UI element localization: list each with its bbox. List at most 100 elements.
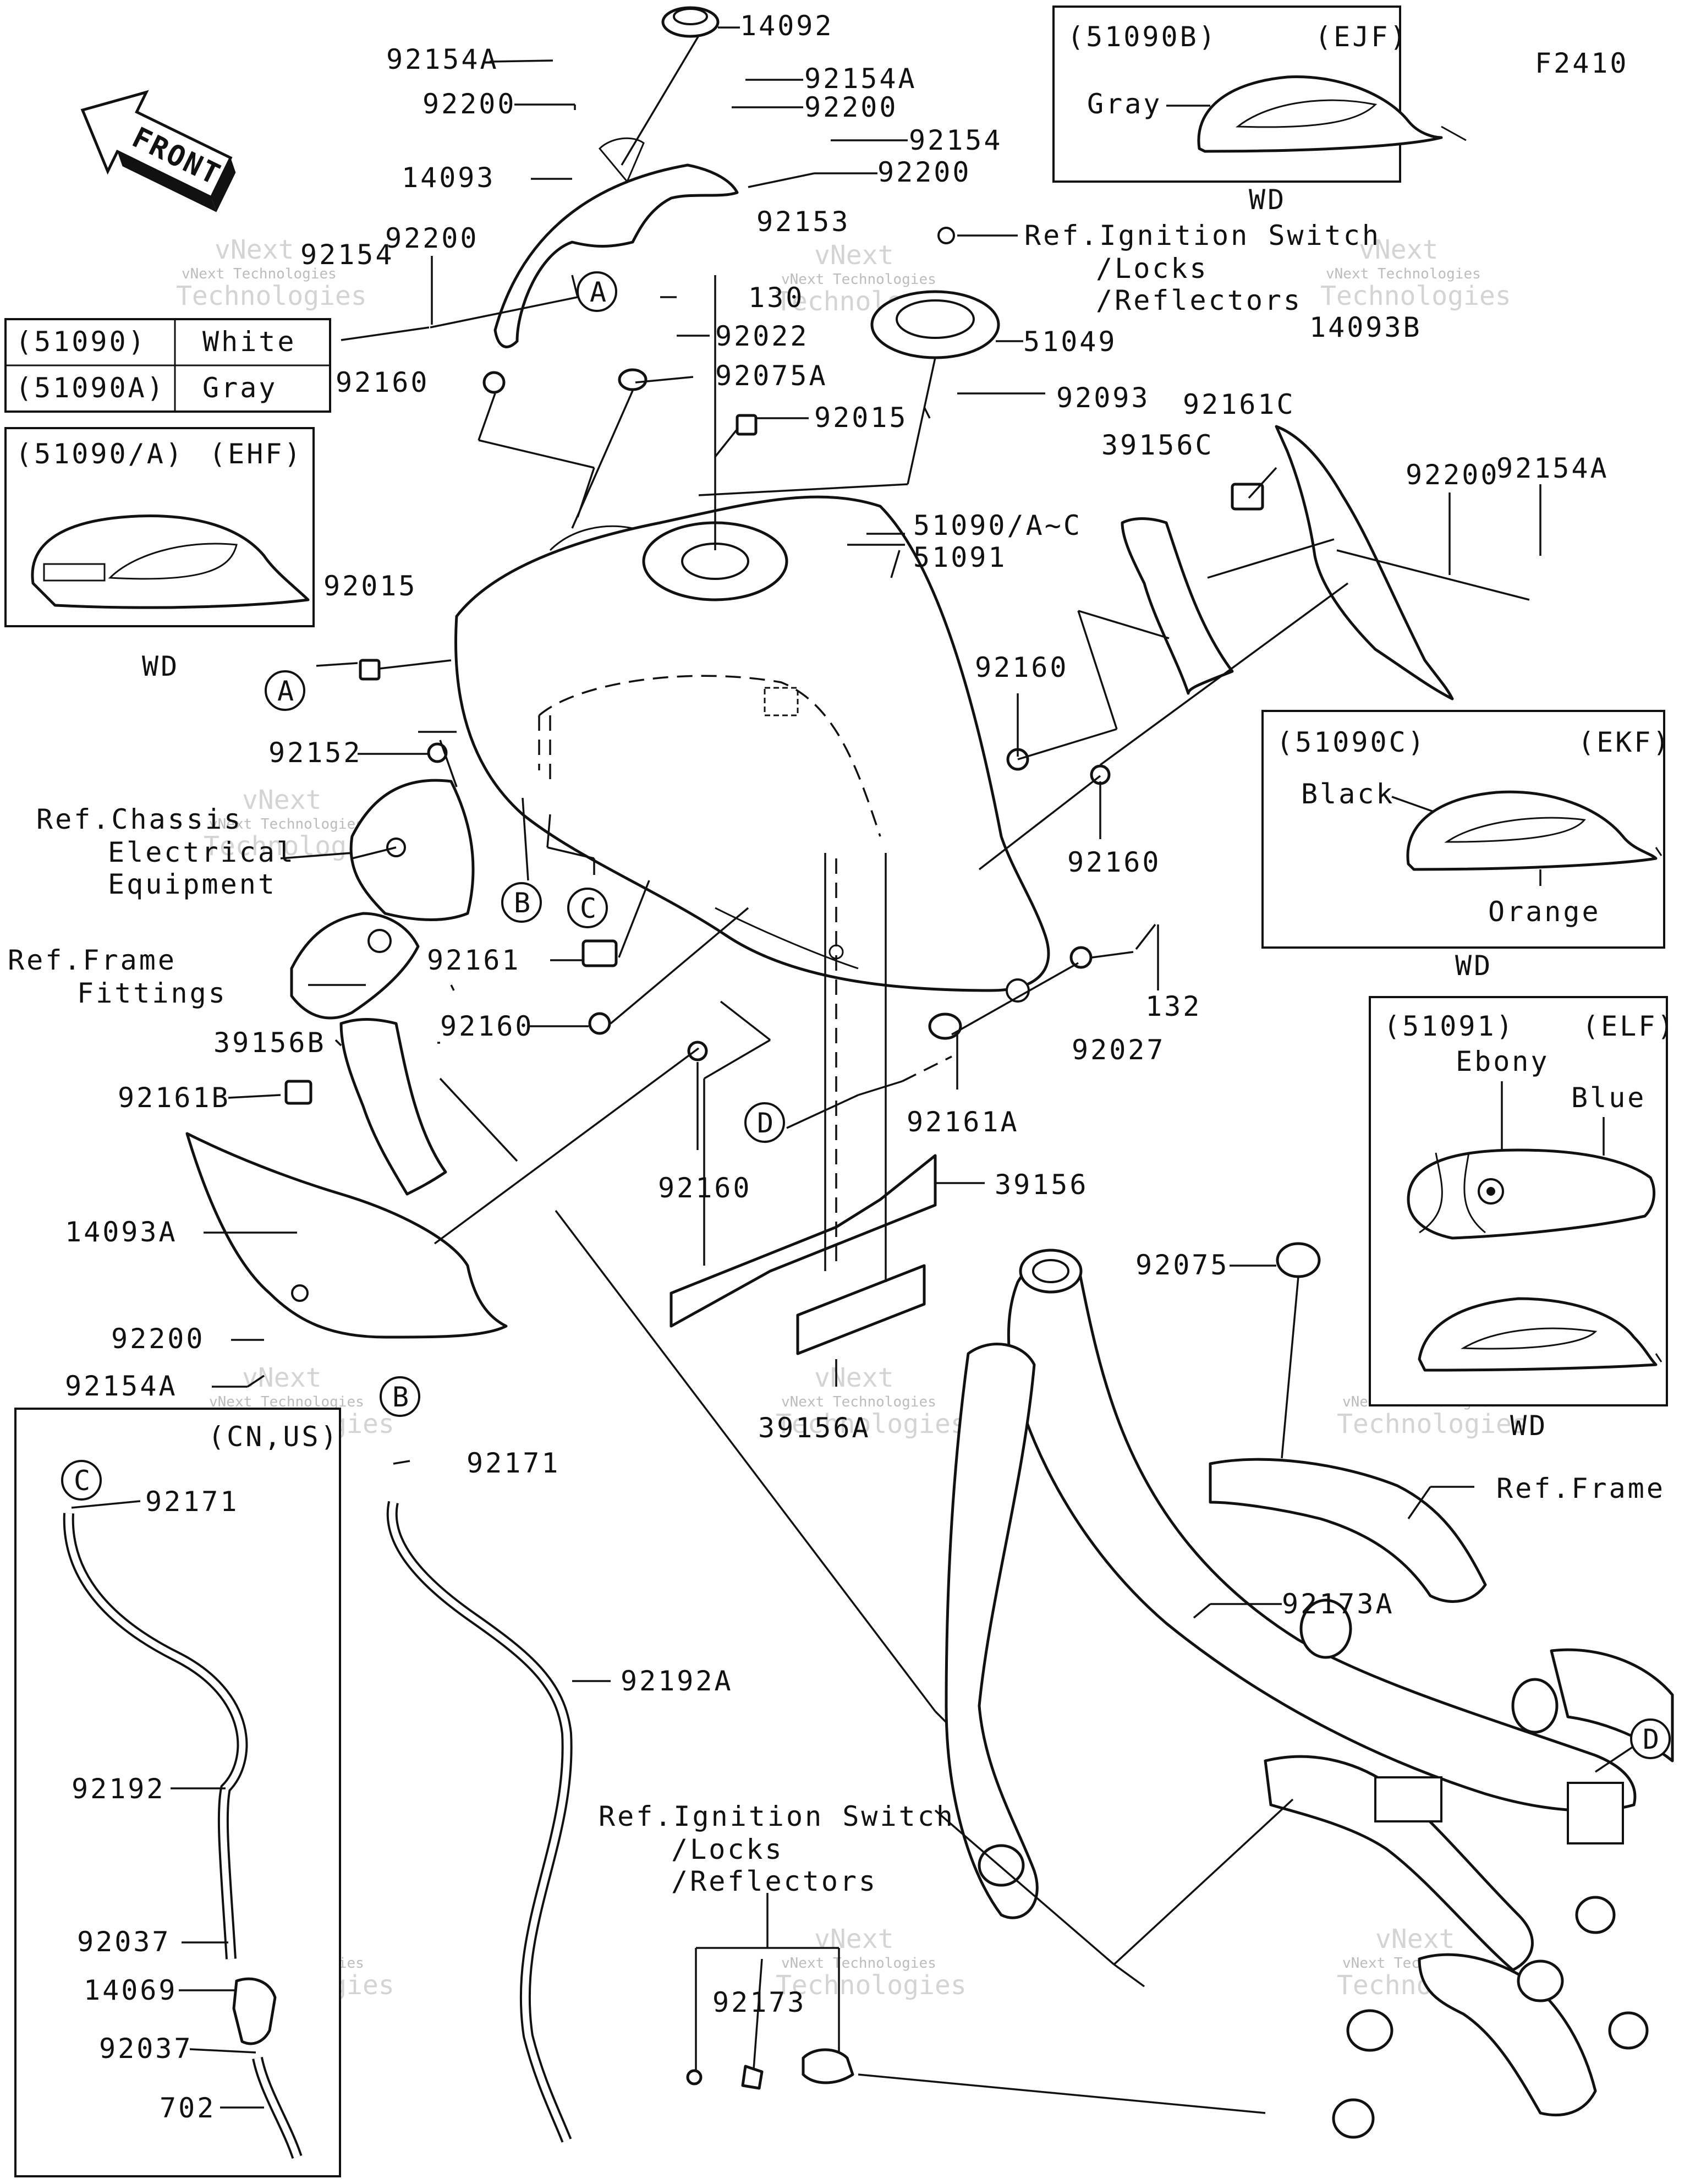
- fuel-tank: [454, 495, 1050, 992]
- inset-elf-color-ebony: Ebony: [1456, 1046, 1550, 1077]
- part-label: 130: [748, 282, 804, 314]
- part-label: 14092: [740, 10, 834, 42]
- part-label: 92093: [1056, 382, 1150, 414]
- color-table-code-2: (51090A): [15, 372, 166, 404]
- color-table-code-1: (51090): [15, 326, 147, 358]
- pad-39156: [670, 1154, 937, 1328]
- watermark-line2: vNext Technologies: [781, 271, 936, 288]
- grommet-92160-5: [687, 1041, 708, 1061]
- part-label: 92173: [712, 1986, 806, 2018]
- inset-elf: (51091) (ELF) Ebony Blue WD: [1369, 996, 1676, 1442]
- grommet-92075A: [618, 368, 648, 391]
- watermark-line1: vNext: [242, 785, 322, 815]
- part-label: 92200: [804, 91, 898, 123]
- part-label: 92171: [467, 1447, 561, 1479]
- watermark-line1: vNext: [1359, 234, 1439, 265]
- leader-lines: [71, 26, 1637, 2114]
- filler-ring-51049: [870, 227, 1000, 359]
- svg-text:Ref.Ignition Switch: Ref.Ignition Switch: [599, 1800, 955, 1832]
- part-label: 92192A: [621, 1665, 733, 1697]
- collar-92015-left: [359, 659, 381, 681]
- part-label: 92154A: [386, 43, 499, 75]
- callout-a-top: A: [577, 271, 617, 312]
- part-label: 39156C: [1101, 429, 1214, 461]
- rubber-92161B: [284, 1080, 312, 1105]
- damper-92075: [1276, 1242, 1321, 1278]
- watermark-line1: vNext: [814, 1362, 894, 1393]
- bracket-frame-fittings: [290, 912, 420, 1020]
- part-label: 92154: [300, 239, 394, 271]
- part-label: 92075A: [715, 360, 828, 392]
- part-label: 51091: [913, 541, 1007, 573]
- part-label: 39156A: [758, 1412, 871, 1444]
- inset-ejf-code: (51090B): [1067, 21, 1217, 53]
- svg-text:/Locks: /Locks: [671, 1833, 784, 1865]
- inset-elf-color-blue: Blue: [1571, 1082, 1646, 1114]
- inset-ekf-note: WD: [1455, 950, 1493, 982]
- part-label: 51090/A~C: [913, 510, 1082, 541]
- chassis-electrical-plate: [349, 779, 475, 921]
- figure-code: F2410: [1535, 47, 1629, 79]
- color-table-color-1: White: [202, 326, 297, 358]
- watermark-line1: vNext: [814, 240, 894, 271]
- watermark-line2: vNext Technologies: [182, 266, 337, 282]
- part-label: 92015: [814, 402, 908, 434]
- inset-ehf-variant: (EHF): [209, 438, 303, 470]
- pad-39156C: [1121, 517, 1234, 695]
- ref-frame: Ref.Frame: [1496, 1473, 1665, 1504]
- callout-b-hose: B: [380, 1376, 420, 1417]
- inset-ekf: (51090C) (EKF) Black Orange WD: [1261, 710, 1670, 982]
- svg-text:/Locks: /Locks: [1096, 253, 1209, 284]
- frame: [945, 1249, 1674, 2139]
- inset-ejf-variant: (EJF): [1315, 21, 1409, 53]
- part-label: 14093: [402, 162, 496, 194]
- inset-ehf-code: (51090/A): [15, 438, 184, 470]
- grommet-92161A: [928, 1012, 962, 1040]
- svg-text:B: B: [514, 887, 533, 919]
- part-label: 92022: [715, 320, 809, 352]
- part-label: 92171: [145, 1486, 239, 1518]
- watermark-line1: vNext: [242, 1362, 322, 1393]
- part-label: 132: [1145, 990, 1201, 1022]
- watermark-line3: Technologies: [1320, 281, 1511, 311]
- part-label: 92037: [99, 2033, 193, 2065]
- part-label: 92027: [1072, 1034, 1166, 1066]
- ref-frame-fittings: Ref.Frame Fittings: [8, 944, 225, 1009]
- collar-92015: [736, 414, 758, 436]
- part-label: 92192: [72, 1773, 166, 1805]
- fuel-cap-14092: [661, 6, 720, 38]
- part-labels: 14092 92154A 92200 92154A 92200 92154 92…: [65, 10, 1607, 2124]
- watermark-line1: vNext: [215, 234, 294, 265]
- switch-92173: [686, 2048, 854, 2090]
- color-table: (51090) White (51090A) Gray: [4, 318, 331, 413]
- part-label: 92200: [1406, 459, 1500, 491]
- callout-a-left: A: [265, 670, 305, 711]
- part-label: 92154: [909, 124, 1003, 156]
- svg-text:C: C: [74, 1465, 92, 1497]
- part-label: 92161C: [1183, 388, 1296, 420]
- front-arrow-icon: FRONT: [80, 90, 236, 212]
- inset-ekf-color-orange: Orange: [1488, 896, 1601, 928]
- svg-text:B: B: [392, 1381, 411, 1413]
- callout-d-mid: D: [744, 1102, 785, 1143]
- part-label: 92037: [77, 1926, 171, 1958]
- inset-ehf: (51090/A) (EHF) WD: [4, 427, 315, 682]
- tank-cover-14093: [493, 163, 739, 348]
- inset-elf-variant: (ELF): [1582, 1010, 1676, 1042]
- side-cover-14093A: [185, 1132, 508, 1339]
- cn-us-box-title: (CN,US): [208, 1421, 339, 1453]
- color-table-color-2: Gray: [202, 372, 277, 404]
- callout-c-mid: C: [567, 888, 608, 928]
- ref-ignition-top: Ref.Ignition Switch /Locks /Reflectors: [1024, 220, 1379, 316]
- svg-text:D: D: [757, 1107, 776, 1139]
- callout-d-frame: D: [1630, 1718, 1671, 1759]
- pad-39156B: [339, 1018, 447, 1196]
- watermark-line2: vNext Technologies: [781, 1955, 936, 1972]
- svg-text:A: A: [277, 675, 296, 707]
- part-label: 92153: [756, 206, 851, 238]
- inset-elf-code: (51091): [1384, 1010, 1515, 1042]
- watermark-line3: Technologies: [776, 1409, 967, 1439]
- inset-ekf-code: (51090C): [1276, 726, 1426, 758]
- part-label: 92160: [658, 1172, 752, 1204]
- hose-92192A: [386, 1501, 573, 2143]
